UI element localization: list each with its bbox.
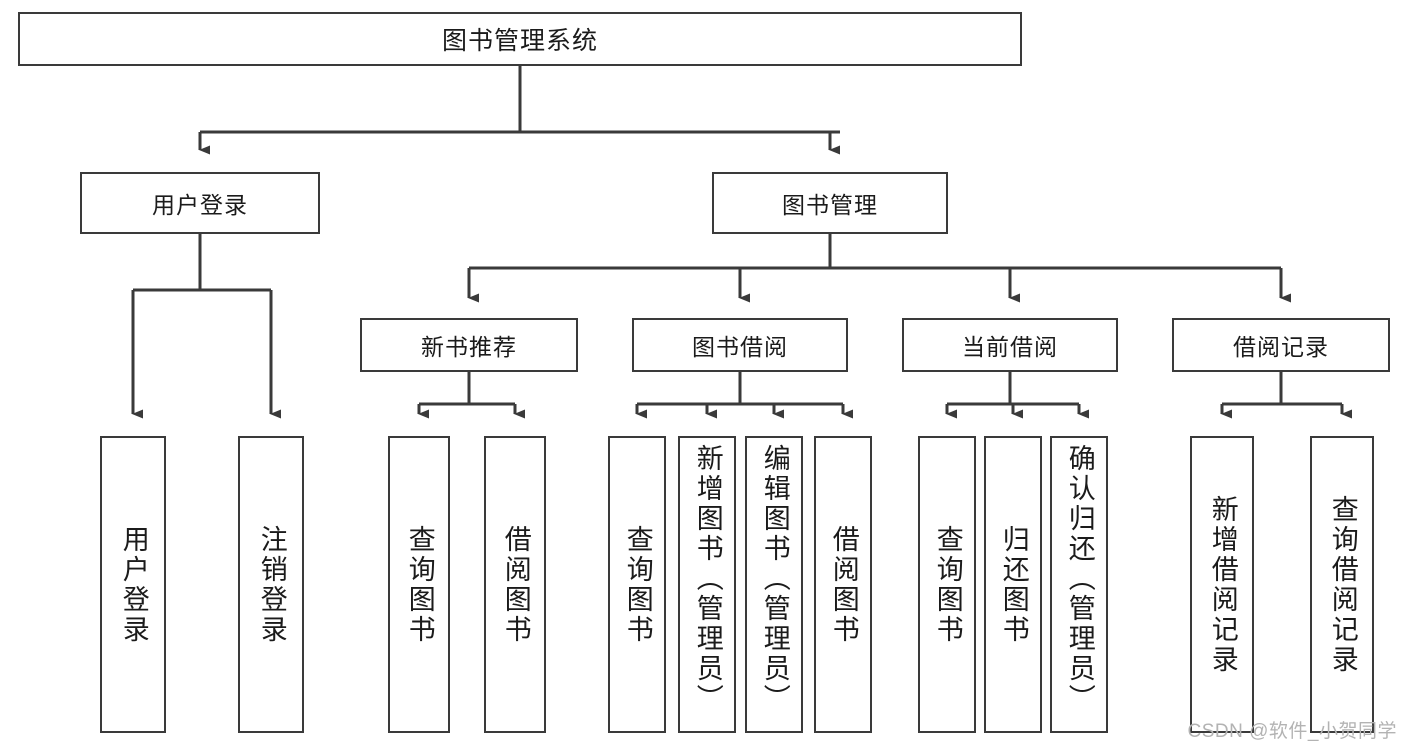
node-current-borrow[interactable]: 当前借阅 [902, 318, 1118, 372]
leaf-record-add-record[interactable]: 新增借阅记录 [1190, 436, 1254, 733]
node-label: 注销登录 [256, 524, 287, 645]
node-label: 用户登录 [118, 524, 149, 645]
node-label: 新增借阅记录 [1207, 494, 1238, 675]
node-label: 图书管理 [782, 192, 878, 218]
node-label: 新增图书（管理员） [692, 444, 723, 714]
leaf-borrow-borrow-book[interactable]: 借阅图书 [814, 436, 872, 733]
node-new-book-recommend[interactable]: 新书推荐 [360, 318, 578, 372]
node-label: 归还图书 [998, 524, 1029, 645]
node-label: 新书推荐 [421, 334, 517, 360]
node-label: 借阅图书 [828, 524, 859, 645]
leaf-current-confirm-return-admin[interactable]: 确认归还（管理员） [1050, 436, 1108, 733]
leaf-current-query-book[interactable]: 查询图书 [918, 436, 976, 733]
leaf-user-login[interactable]: 用户登录 [100, 436, 166, 733]
node-label: 查询借阅记录 [1327, 494, 1358, 675]
node-user-login[interactable]: 用户登录 [80, 172, 320, 234]
csdn-watermark: CSDN @软件_小贺同学 [1187, 721, 1397, 742]
node-label: 图书借阅 [692, 334, 788, 360]
leaf-borrow-query-book[interactable]: 查询图书 [608, 436, 666, 733]
node-label: 查询图书 [622, 524, 653, 645]
node-book-borrow[interactable]: 图书借阅 [632, 318, 848, 372]
leaf-borrow-add-book-admin[interactable]: 新增图书（管理员） [678, 436, 736, 733]
node-label: 查询图书 [404, 524, 435, 645]
leaf-borrow-edit-book-admin[interactable]: 编辑图书（管理员） [745, 436, 803, 733]
node-label: 查询图书 [932, 524, 963, 645]
node-label: 当前借阅 [962, 334, 1058, 360]
node-label: 编辑图书（管理员） [759, 444, 790, 714]
leaf-newbook-query-book[interactable]: 查询图书 [388, 436, 450, 733]
node-book-management[interactable]: 图书管理 [712, 172, 948, 234]
leaf-current-return-book[interactable]: 归还图书 [984, 436, 1042, 733]
leaf-record-query-record[interactable]: 查询借阅记录 [1310, 436, 1374, 733]
node-borrow-record[interactable]: 借阅记录 [1172, 318, 1390, 372]
node-label: 用户登录 [152, 192, 248, 218]
node-label: 确认归还（管理员） [1064, 444, 1095, 714]
node-label: 图书管理系统 [441, 27, 598, 55]
node-root-system[interactable]: 图书管理系统 [18, 12, 1022, 66]
node-label: 借阅记录 [1233, 334, 1329, 360]
node-label: 借阅图书 [500, 524, 531, 645]
leaf-logout-login[interactable]: 注销登录 [238, 436, 304, 733]
leaf-newbook-borrow-book[interactable]: 借阅图书 [484, 436, 546, 733]
